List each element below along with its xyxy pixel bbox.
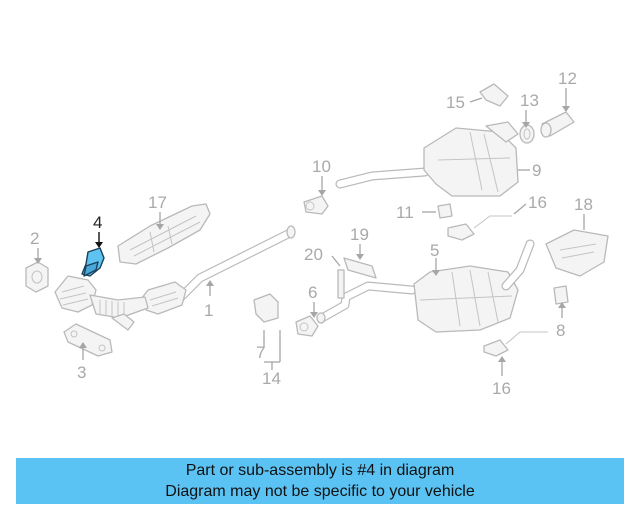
callout-19: 19 (350, 225, 369, 244)
banner-line-part-number: Part or sub-assembly is #4 in diagram (185, 462, 455, 479)
banner-line-disclaimer: Diagram may not be specific to your vehi… (165, 483, 475, 500)
callout-15: 15 (446, 93, 465, 112)
callout-5: 5 (430, 241, 439, 260)
callout-7: 7 (256, 343, 265, 362)
intermediate-pipe (316, 167, 430, 324)
gasket-2 (25, 261, 49, 293)
callout-20: 20 (304, 245, 323, 264)
hanger-16-lower (483, 331, 548, 357)
callout-2: 2 (30, 229, 39, 248)
bolt-20 (337, 269, 345, 299)
hanger-16-upper (447, 215, 512, 241)
callout-16-upper: 16 (528, 193, 547, 212)
bracket-7 (253, 293, 279, 323)
callout-13: 13 (520, 91, 539, 110)
callout-1: 1 (204, 301, 213, 320)
part-4-highlighted[interactable] (81, 247, 105, 277)
callout-10: 10 (312, 157, 331, 176)
callout-6: 6 (308, 283, 317, 302)
info-banner: Part or sub-assembly is #4 in diagram Di… (16, 458, 624, 504)
center-muffler (413, 239, 535, 333)
callout-17: 17 (148, 193, 167, 212)
callout-11: 11 (396, 203, 414, 222)
leader-4 (95, 232, 103, 248)
callout-18: 18 (574, 195, 593, 214)
clamp-13 (519, 124, 535, 144)
leader-lines (34, 88, 585, 376)
heat-shield-19 (343, 257, 377, 279)
exhaust-system-diagram: 2 3 4 1 17 10 20 19 6 7 14 5 9 11 16 16 … (25, 69, 609, 398)
callout-14: 14 (262, 369, 281, 388)
hanger-8 (553, 285, 569, 305)
callout-3: 3 (77, 363, 86, 382)
heat-shield-17 (117, 203, 211, 265)
front-exhaust-pipe (141, 225, 296, 315)
rear-muffler (423, 121, 519, 197)
bracket-3 (63, 323, 113, 357)
heat-shield-18 (545, 229, 609, 277)
hanger-6 (295, 315, 319, 337)
callout-12: 12 (558, 69, 577, 88)
catalytic-converter (54, 275, 149, 331)
callout-labels: 2 3 4 1 17 10 20 19 6 7 14 5 9 11 16 16 … (30, 69, 593, 398)
bracket-15 (479, 83, 509, 107)
callout-4[interactable]: 4 (93, 213, 102, 232)
tailpipe-12 (540, 111, 575, 138)
callout-9: 9 (532, 161, 541, 180)
hanger-10 (303, 195, 329, 215)
callout-8: 8 (556, 321, 565, 340)
hanger-11 (437, 203, 453, 219)
callout-16-lower: 16 (492, 379, 511, 398)
